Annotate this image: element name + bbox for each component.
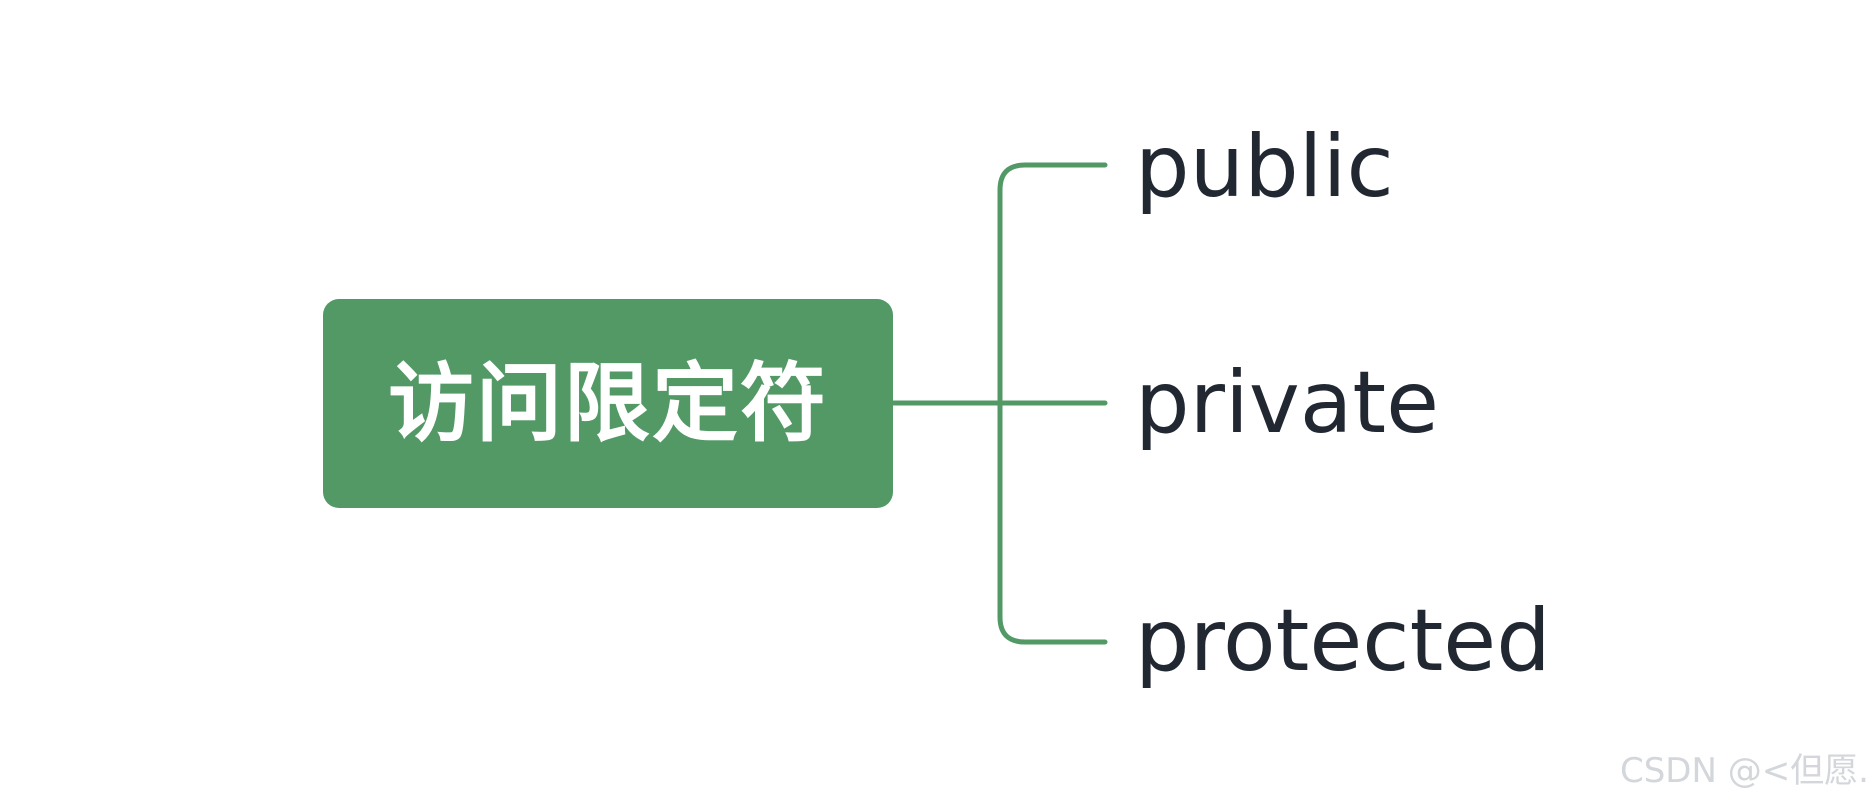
child-node-protected[interactable]: protected: [1135, 591, 1551, 691]
connector-protected: [997, 400, 1108, 645]
child-node-private[interactable]: private: [1135, 353, 1440, 453]
connector-public: [997, 162, 1108, 406]
root-node[interactable]: 访问限定符: [323, 299, 893, 508]
root-node-label: 访问限定符: [388, 353, 828, 454]
child-node-public[interactable]: public: [1135, 117, 1394, 217]
watermark: CSDN @<但愿.: [1619, 751, 1869, 791]
